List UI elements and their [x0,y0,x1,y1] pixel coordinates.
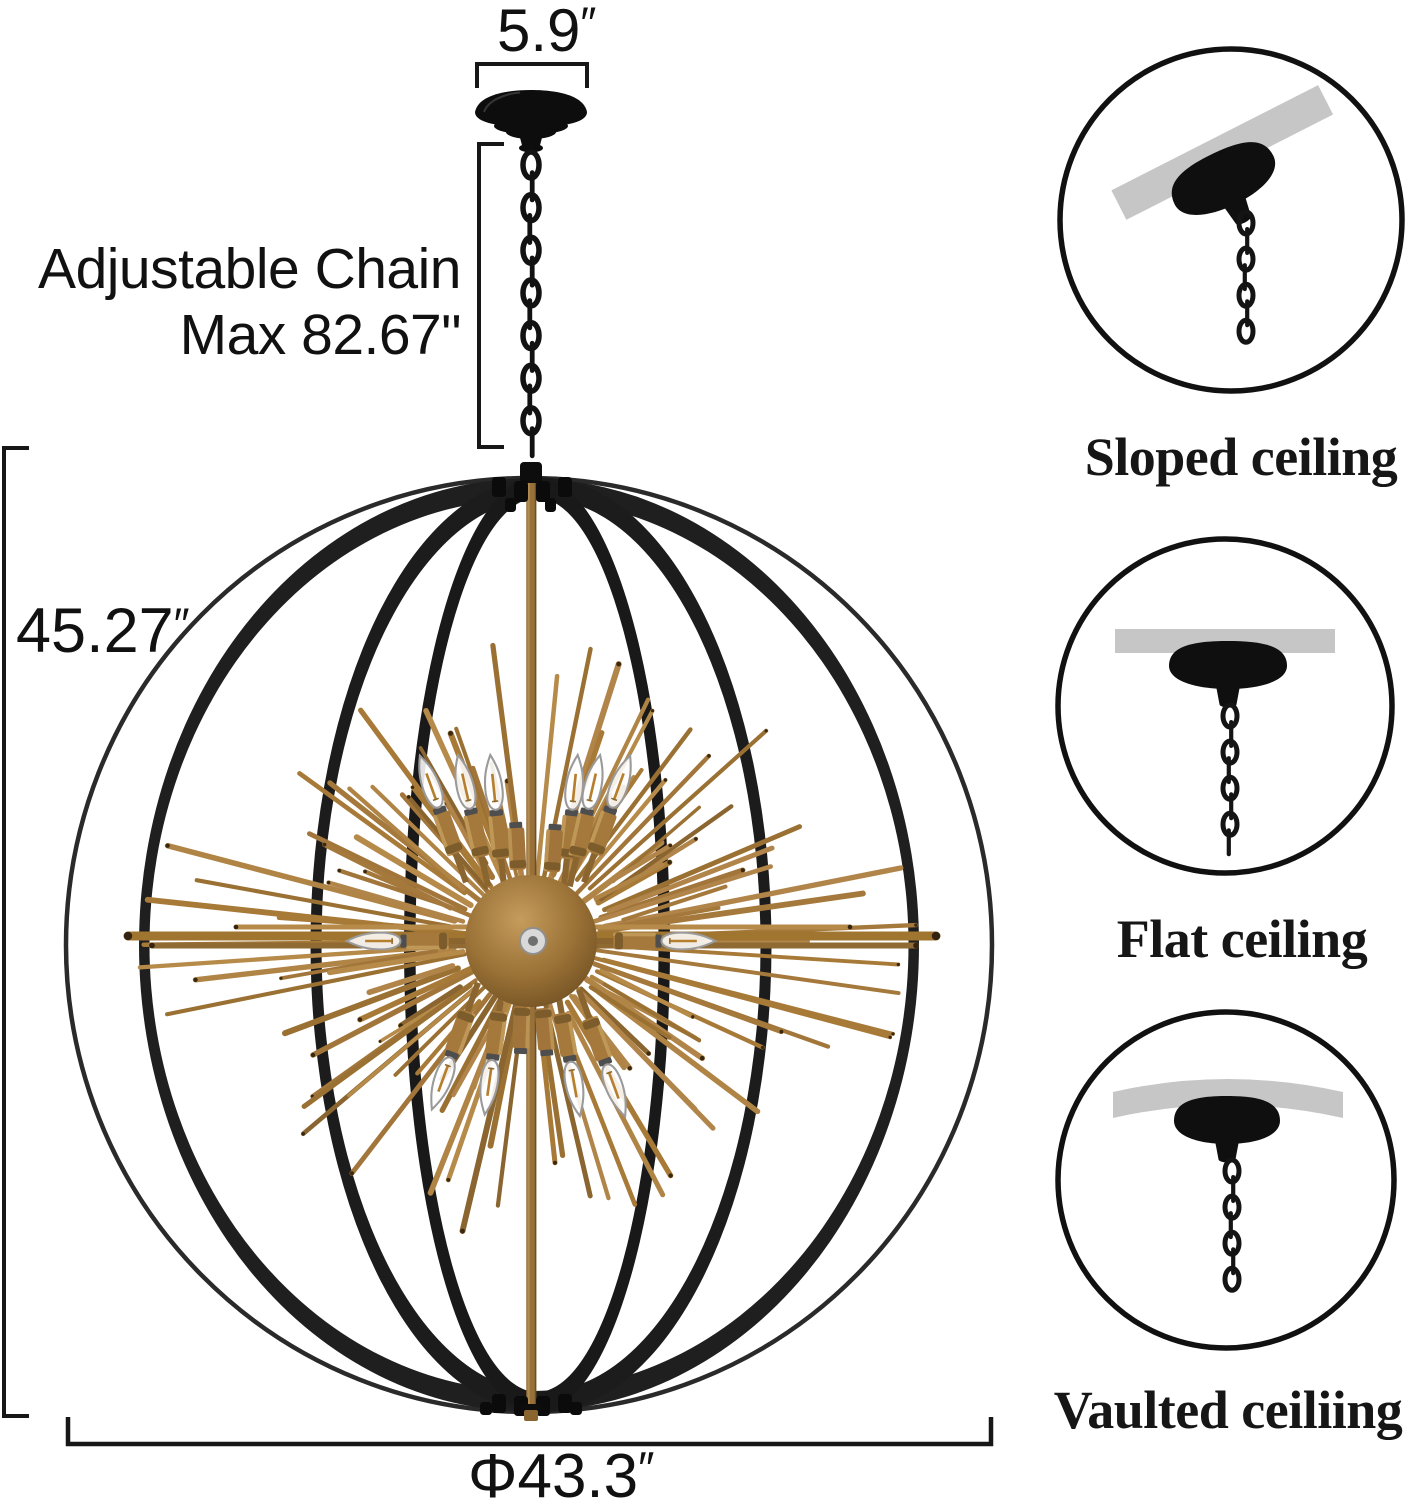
svg-text:Flat ceiling: Flat ceiling [1117,909,1368,969]
svg-text:Φ43.3″: Φ43.3″ [468,1442,654,1500]
svg-text:Sloped ceiling: Sloped ceiling [1085,427,1398,487]
svg-text:Vaulted ceiliing: Vaulted ceiliing [1054,1380,1403,1440]
svg-text:Max 82.67": Max 82.67" [180,303,461,367]
svg-text:Adjustable Chain: Adjustable Chain [38,237,461,301]
